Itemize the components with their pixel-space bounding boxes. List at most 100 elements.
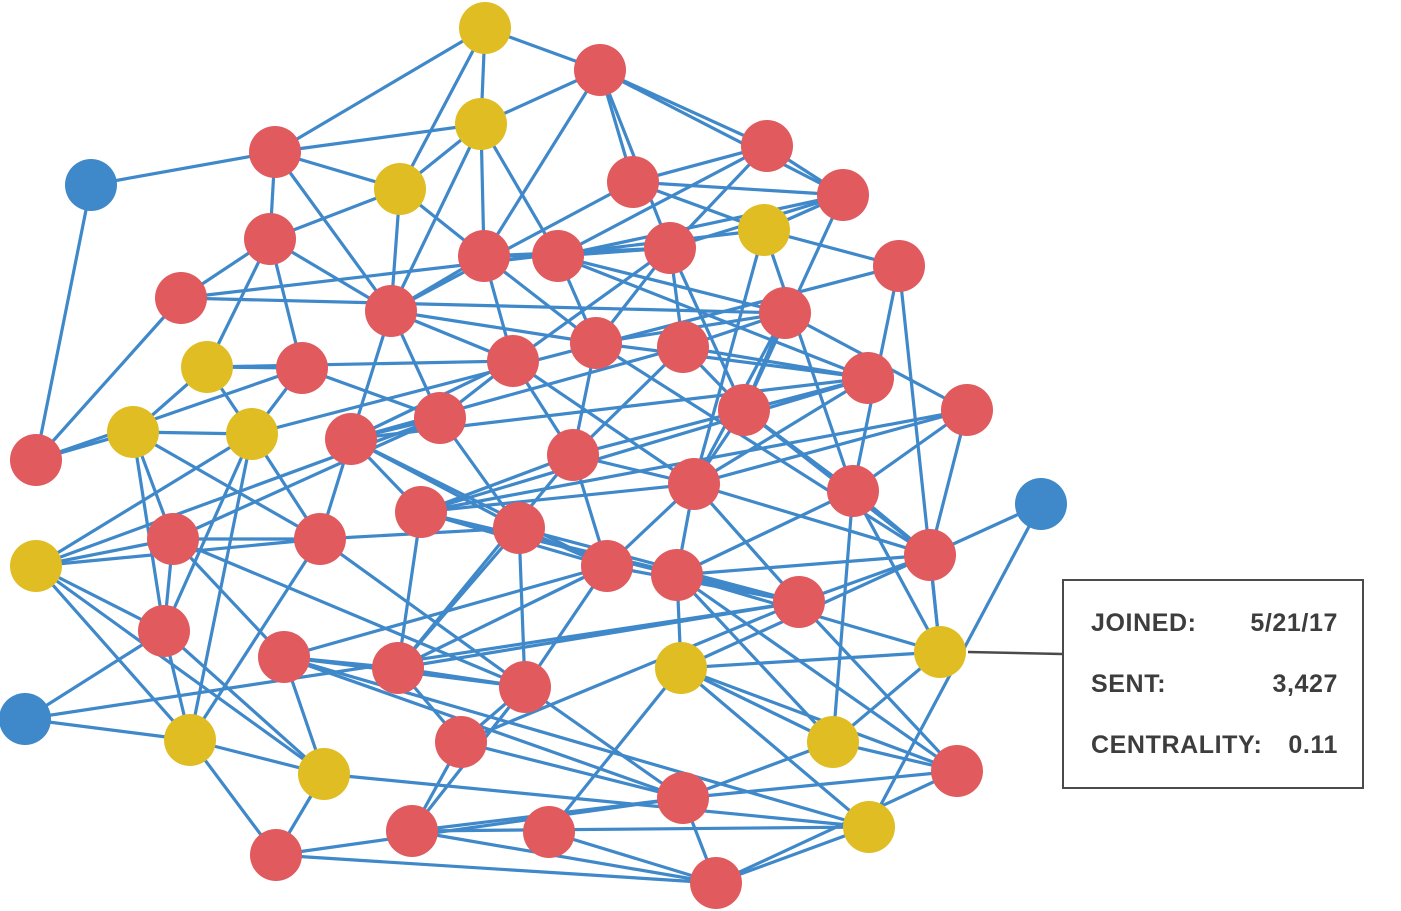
tooltip-label-centrality: CENTRALITY:: [1091, 730, 1263, 759]
edge-n40-n47: [396, 526, 521, 670]
edge-n34-n43: [675, 553, 932, 577]
node-red-n12[interactable]: [458, 230, 510, 282]
node-red-n8[interactable]: [244, 213, 296, 265]
node-red-n18[interactable]: [759, 287, 811, 339]
edge-n39-n50: [171, 537, 286, 659]
node-yellow-n45[interactable]: [10, 540, 62, 592]
edge-n9-n10: [631, 180, 845, 197]
node-red-n60[interactable]: [250, 829, 302, 881]
node-red-n26[interactable]: [718, 384, 770, 436]
node-layer: [0, 2, 1067, 909]
edge-n38-n54: [679, 650, 942, 670]
node-yellow-n15[interactable]: [738, 204, 790, 256]
node-red-n43[interactable]: [651, 549, 703, 601]
node-red-n20[interactable]: [10, 434, 62, 486]
node-red-n24[interactable]: [842, 352, 894, 404]
node-yellow-n54[interactable]: [655, 642, 707, 694]
edge-n33-n43: [675, 489, 855, 577]
node-yellow-n52[interactable]: [164, 714, 216, 766]
node-red-n14[interactable]: [644, 222, 696, 274]
node-red-n36[interactable]: [395, 486, 447, 538]
node-red-n44[interactable]: [773, 576, 825, 628]
node-red-n61[interactable]: [386, 805, 438, 857]
node-red-n59[interactable]: [690, 857, 742, 909]
node-red-n2[interactable]: [574, 44, 626, 96]
node-red-n28[interactable]: [414, 392, 466, 444]
edge-n35-n52: [188, 432, 254, 742]
node-red-n40[interactable]: [493, 502, 545, 554]
node-red-n42[interactable]: [581, 540, 633, 592]
node-red-n30[interactable]: [325, 413, 377, 465]
edge-n49-n54: [679, 666, 835, 744]
edge-n23-n30: [349, 345, 685, 441]
node-yellow-n6[interactable]: [374, 163, 426, 215]
edge-n32-n34: [692, 482, 932, 557]
node-red-n10[interactable]: [817, 169, 869, 221]
node-red-n56[interactable]: [657, 772, 709, 824]
node-yellow-n19[interactable]: [181, 341, 233, 393]
node-red-n50[interactable]: [258, 631, 310, 683]
node-red-n21[interactable]: [276, 342, 328, 394]
node-blue-n48[interactable]: [0, 693, 51, 745]
node-yellow-n57[interactable]: [298, 748, 350, 800]
edge-n43-n53: [675, 573, 959, 773]
node-red-n33[interactable]: [827, 465, 879, 517]
node-red-n62[interactable]: [523, 806, 575, 858]
node-red-n16[interactable]: [365, 285, 417, 337]
edge-n50-n58: [282, 655, 871, 829]
edge-n29-n41: [131, 430, 322, 541]
edge-n2-n10: [598, 68, 845, 197]
node-yellow-n58[interactable]: [843, 801, 895, 853]
edge-n42-n50: [282, 564, 609, 659]
node-red-n41[interactable]: [294, 513, 346, 565]
edge-n5-n20: [34, 183, 93, 462]
edge-n46-n48: [23, 629, 166, 721]
edge-n41-n51: [318, 537, 527, 689]
node-yellow-n49[interactable]: [807, 716, 859, 768]
node-blue-n37[interactable]: [1015, 478, 1067, 530]
edge-n14-n22: [511, 246, 672, 363]
node-red-n34[interactable]: [904, 529, 956, 581]
edge-n14-n26: [668, 246, 746, 412]
node-red-n13[interactable]: [532, 230, 584, 282]
node-yellow-n3[interactable]: [455, 98, 507, 150]
node-red-n9[interactable]: [607, 156, 659, 208]
tooltip-value-joined: 5/21/17: [1250, 608, 1338, 637]
node-red-n47[interactable]: [372, 642, 424, 694]
edge-n15-n33: [762, 228, 855, 493]
node-blue-n5[interactable]: [65, 159, 117, 211]
node-red-n17[interactable]: [570, 317, 622, 369]
node-red-n25[interactable]: [873, 240, 925, 292]
node-red-n22[interactable]: [487, 335, 539, 387]
edge-n23-n24: [681, 345, 870, 380]
edge-n42-n47: [396, 564, 609, 670]
tooltip-connector: [967, 650, 1063, 656]
edge-n4-n16: [273, 150, 393, 313]
node-yellow-n38[interactable]: [914, 626, 966, 678]
node-red-n4[interactable]: [249, 126, 301, 178]
node-yellow-n29[interactable]: [107, 406, 159, 458]
node-red-n53[interactable]: [931, 745, 983, 797]
node-red-n51[interactable]: [499, 661, 551, 713]
node-red-n7[interactable]: [741, 120, 793, 172]
node-red-n39[interactable]: [147, 513, 199, 565]
node-yellow-n35[interactable]: [226, 408, 278, 460]
node-red-n55[interactable]: [435, 716, 487, 768]
node-red-n27[interactable]: [941, 384, 993, 436]
node-yellow-n1[interactable]: [459, 2, 511, 54]
node-red-n32[interactable]: [668, 458, 720, 510]
edge-n59-n62: [547, 830, 718, 885]
edge-n3-n4: [273, 122, 483, 154]
node-red-n46[interactable]: [138, 605, 190, 657]
edge-n50-n56: [282, 655, 685, 800]
edge-n59-n61: [410, 829, 718, 885]
tooltip-value-sent: 3,427: [1272, 669, 1338, 698]
edge-n11-n20: [34, 296, 183, 462]
node-red-n11[interactable]: [155, 272, 207, 324]
edge-n49-n56: [681, 740, 835, 800]
edge-n9-n16: [389, 180, 635, 313]
node-red-n31[interactable]: [547, 429, 599, 481]
edge-n39-n51: [171, 537, 527, 689]
edge-n35-n45: [34, 432, 254, 568]
node-red-n23[interactable]: [657, 321, 709, 373]
